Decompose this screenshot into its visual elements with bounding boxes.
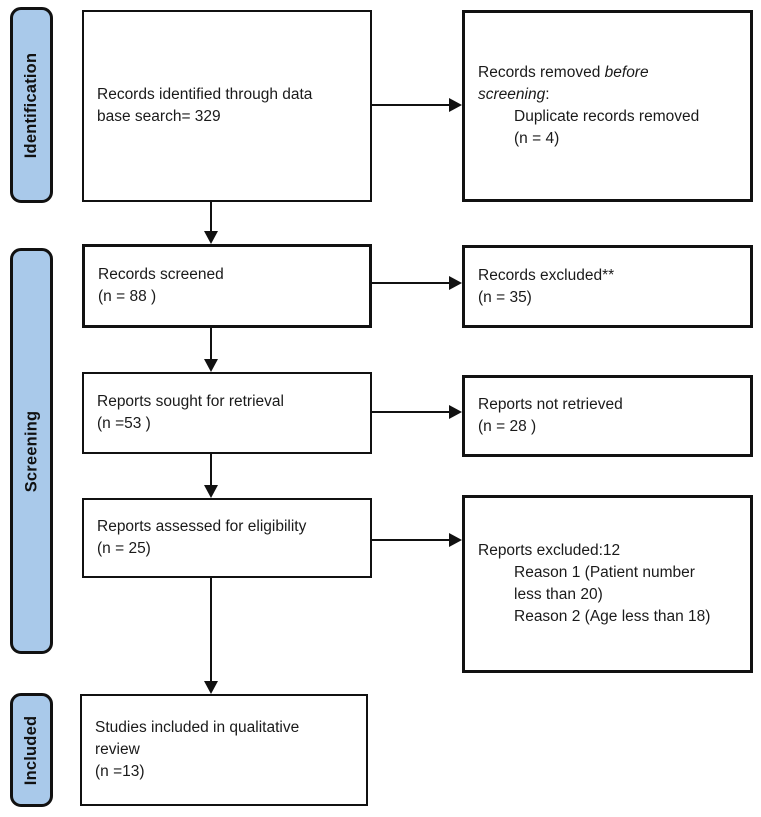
stage-screening: Screening <box>10 248 53 654</box>
box-records-removed-line-1: Records removed before <box>478 64 649 81</box>
box-reports-sought: Reports sought for retrieval (n =53 ) <box>82 372 372 454</box>
stage-identification: Identification <box>10 7 53 203</box>
box-reports-excluded-title: Reports excluded:12 <box>478 542 621 559</box>
arrow-identified-to-removed-line <box>372 104 449 106</box>
box-reports-excluded-reason-1b: less than 20) <box>514 586 603 603</box>
box-studies-included-line-2: review <box>95 741 140 758</box>
box-reports-assessed-line-1: Reports assessed for eligibility <box>97 518 307 535</box>
box-records-identified-line-1: Records identified through data <box>97 86 313 103</box>
arrow-sought-to-notretrieved-head <box>449 405 462 419</box>
arrow-screened-to-excluded-line <box>372 282 449 284</box>
box-records-removed-line-3: Duplicate records removed <box>514 108 700 125</box>
box-reports-not-retrieved-line-1: Reports not retrieved <box>478 396 623 413</box>
arrow-screened-to-sought-line <box>210 328 212 360</box>
arrow-assessed-to-excluded-line <box>372 539 449 541</box>
stage-screening-label: Screening <box>22 410 41 492</box>
arrow-screened-to-sought-head <box>204 359 218 372</box>
box-records-excluded-line-2: (n = 35) <box>478 288 532 306</box>
box-reports-sought-line-2: (n =53 ) <box>97 415 151 432</box>
arrow-identified-to-removed-head <box>449 98 462 112</box>
box-records-identified: Records identified through data base sea… <box>82 10 372 202</box>
arrow-assessed-to-excluded-head <box>449 533 462 547</box>
box-reports-excluded-reason-1a: Reason 1 (Patient number <box>514 564 695 581</box>
box-records-removed-line-2: screening: <box>478 86 550 103</box>
arrow-identified-to-screened-line <box>210 202 212 232</box>
arrow-sought-to-assessed-line <box>210 454 212 486</box>
box-records-screened: Records screened (n = 88 ) <box>82 244 372 328</box>
arrow-sought-to-assessed-head <box>204 485 218 498</box>
arrow-assessed-to-included-line <box>210 578 212 682</box>
box-studies-included: Studies included in qualitative review (… <box>80 694 368 806</box>
box-reports-not-retrieved-line-2: (n = 28 ) <box>478 418 537 435</box>
box-records-identified-line-2: base search= 329 <box>97 108 221 125</box>
box-reports-sought-line-1: Reports sought for retrieval <box>97 393 284 410</box>
stage-included-label: Included <box>22 715 40 785</box>
box-records-screened-line-2: (n = 88 ) <box>98 288 157 305</box>
stage-included: Included <box>10 693 53 807</box>
box-reports-excluded-reasons: Reports excluded:12 Reason 1 (Patient nu… <box>462 495 753 673</box>
arrow-assessed-to-included-head <box>204 681 218 694</box>
box-reports-not-retrieved: Reports not retrieved (n = 28 ) <box>462 375 753 457</box>
box-reports-excluded-reason-2: Reason 2 (Age less than 18) <box>514 608 711 625</box>
arrow-screened-to-excluded-head <box>449 276 462 290</box>
box-records-removed-before-screening: Records removed before screening: Duplic… <box>462 10 753 202</box>
arrow-identified-to-screened-head <box>204 231 218 244</box>
stage-identification-label: Identification <box>22 52 40 158</box>
box-studies-included-line-1: Studies included in qualitative <box>95 719 300 736</box>
box-records-excluded-line-1: Records excluded** <box>478 266 615 284</box>
box-records-screened-line-1: Records screened <box>98 266 224 283</box>
box-reports-assessed-line-2: (n = 25) <box>97 540 151 557</box>
box-records-excluded: Records excluded** (n = 35) <box>462 245 753 328</box>
box-records-removed-line-4: (n = 4) <box>514 130 560 147</box>
box-studies-included-line-3: (n =13) <box>95 763 145 780</box>
box-reports-assessed: Reports assessed for eligibility (n = 25… <box>82 498 372 578</box>
arrow-sought-to-notretrieved-line <box>372 411 449 413</box>
